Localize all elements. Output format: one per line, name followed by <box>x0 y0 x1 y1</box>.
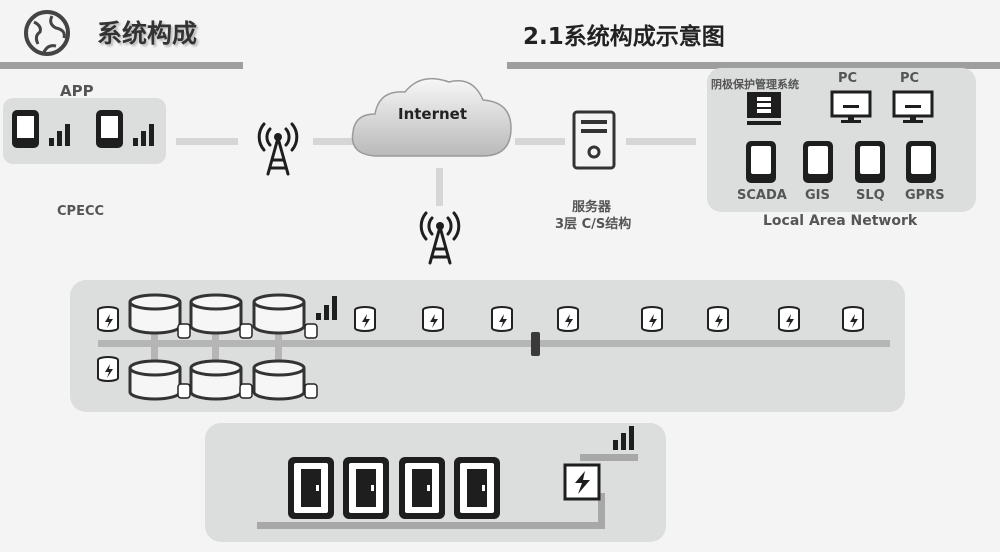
gprs-label: GPRS <box>905 188 945 203</box>
app-caption: CPECC <box>57 204 105 219</box>
slq-label: SLQ <box>856 188 885 203</box>
pc-label: PC <box>838 71 858 86</box>
page-title: 系统构成 <box>97 19 198 48</box>
connector-line <box>515 138 565 145</box>
connector-line <box>626 138 696 145</box>
station-panel <box>205 423 666 542</box>
storage-tank-icon <box>128 293 306 335</box>
pipeline-panel <box>70 280 905 412</box>
app-label: APP <box>60 82 94 100</box>
scada-label: SCADA <box>737 188 787 203</box>
power-unit-icon <box>563 463 601 501</box>
lan-caption: Local Area Network <box>763 213 918 229</box>
gis-device-icon <box>801 139 835 185</box>
signal-icon <box>316 296 337 320</box>
connector-line <box>436 168 443 206</box>
rectifier-cabinet-icon <box>288 457 500 519</box>
small-probe-icon <box>177 323 318 399</box>
title-underline-left <box>0 62 243 69</box>
server-label: 服务器 <box>572 200 612 215</box>
phone-icon <box>96 110 123 148</box>
connector-line <box>313 138 355 145</box>
server-icon <box>572 110 616 170</box>
signal-icon <box>49 124 70 146</box>
server-sublabel: 3层 C/S结构 <box>555 217 632 232</box>
internet-cloud: Internet <box>345 68 520 168</box>
server-rack-icon <box>745 90 783 128</box>
phone-icon <box>12 110 39 148</box>
app-panel <box>3 98 166 164</box>
gis-label: GIS <box>805 188 830 203</box>
cp-system-label: 阴极保护管理系统 <box>711 78 799 91</box>
pc-monitor-icon <box>829 89 873 125</box>
title-underline-right <box>507 62 1000 69</box>
cp-monitor-probe-icon <box>97 306 864 382</box>
radio-tower-icon <box>412 205 468 265</box>
signal-icon <box>133 124 154 146</box>
storage-tank-icon <box>128 359 306 401</box>
gprs-device-icon <box>904 139 938 185</box>
slq-device-icon <box>853 139 887 185</box>
connector-line <box>176 138 238 145</box>
pc-label: PC <box>900 71 920 86</box>
internet-label: Internet <box>397 105 468 123</box>
diagram-title: 2.1系统构成示意图 <box>523 24 725 50</box>
globe-icon <box>22 8 72 58</box>
pc-monitor-icon <box>891 89 935 125</box>
scada-device-icon <box>744 139 778 185</box>
signal-icon <box>613 426 634 450</box>
radio-tower-icon <box>250 116 306 176</box>
